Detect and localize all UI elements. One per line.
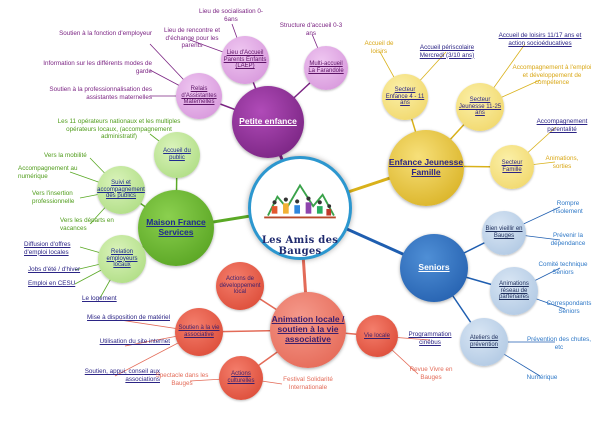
logo-text: Les Amis des Bauges xyxy=(261,235,339,257)
label-rencontre: Lieu de rencontre et d'échange pour les … xyxy=(163,27,220,50)
branch-maison-france-services[interactable]: Maison France Services xyxy=(138,190,214,266)
label-structure: Structure d'accueil 0-3 ans xyxy=(279,22,343,37)
label-jobs[interactable]: Jobs d'été / d'hiver xyxy=(28,266,81,273)
branch-petite-enfance[interactable]: Petite enfance xyxy=(232,86,304,158)
node-suivi-accompagnement[interactable]: Suivi et accompagnement des publics xyxy=(97,166,145,214)
label-utilisation-site[interactable]: Utilisation du site internet xyxy=(99,338,170,345)
label-accompagnement-emploi: Accompagnement à l'emploi et développeme… xyxy=(512,64,592,87)
node-secteur-jeunesse[interactable]: Secteur Jeunesse 11-25 ans xyxy=(456,83,504,131)
branch-enfance-jeunesse-famille[interactable]: Enfance Jeunesse Famille xyxy=(388,130,464,206)
label-departs: Vers les départs en vacances xyxy=(60,217,114,232)
label-revue: Revue Vivre en Bauges xyxy=(409,366,453,381)
label-numerique-mfs: Accompagnement au numérique xyxy=(18,165,78,180)
node-secteur-famille[interactable]: Secteur Famille xyxy=(490,145,534,189)
branch-seniors[interactable]: Seniors xyxy=(400,234,468,302)
label-insertion: Vers l'insertion professionnelle xyxy=(32,190,75,205)
label-socialisation: Lieu de socialisation 0-6ans xyxy=(198,8,264,23)
node-actions-culturelles[interactable]: Actions culturelles xyxy=(219,356,263,400)
label-parentalite[interactable]: Accompagnement parentalité xyxy=(536,118,588,133)
label-professionnalisation: Soutien à la professionnalisation des as… xyxy=(49,86,152,101)
label-animations-sorties: Animations, sorties xyxy=(545,155,579,170)
node-soutien-vie-associative[interactable]: Soutien à la vie associative xyxy=(175,308,223,356)
branch-animation-locale[interactable]: Animation locale / soutien à la vie asso… xyxy=(270,292,346,368)
node-ateliers-prevention[interactable]: Ateliers de prévention xyxy=(460,318,508,366)
label-rompre: Rompre l'isolement xyxy=(553,200,583,215)
label-correspondants: Correspondants Séniors xyxy=(546,300,592,315)
label-comite: Comité technique Séniors xyxy=(538,261,588,276)
label-periscolaire[interactable]: Accueil périscolaire Mercredi (3/10 ans) xyxy=(419,44,475,59)
label-soutien-employeur: Soutien à la fonction d'employeur xyxy=(59,30,152,37)
label-festival: Festival Solidarité Internationale xyxy=(283,376,333,391)
label-cesu[interactable]: Emploi en CESU xyxy=(28,280,76,287)
node-relais[interactable]: Relais d'Assistantes Maternelles xyxy=(176,73,222,119)
node-vie-locale[interactable]: Vie locale xyxy=(356,315,398,357)
center-logo: Les Amis des Bauges xyxy=(248,156,352,260)
label-prevenir: Prévenir la dépendance xyxy=(550,232,586,247)
logo-figures-icon xyxy=(264,183,336,219)
node-accueil-public[interactable]: Accueil du public xyxy=(154,132,200,178)
label-mobilite: Vers la mobilité xyxy=(44,152,87,159)
label-programmation[interactable]: Programmation cinébus xyxy=(408,331,452,346)
node-bien-vieillir[interactable]: Bien vieillir en Bauges xyxy=(482,211,526,255)
label-prevention-chutes: Prévention des chutes, etc xyxy=(526,336,592,351)
label-mise-disposition[interactable]: Mise à disposition de matériel xyxy=(87,314,170,321)
label-logement[interactable]: Le logement xyxy=(82,295,117,302)
label-diffusion[interactable]: Diffusion d'offres d'emploi locales xyxy=(24,241,71,256)
label-accueil-loisirs: Accueil de loisirs xyxy=(364,40,394,55)
node-laep[interactable]: Lieu d'Accueil Parents Enfants (LAEP) xyxy=(221,36,269,84)
label-information: Information sur les différents modes de … xyxy=(43,60,152,75)
node-animations-reseau[interactable]: Animations réseau de partenaires xyxy=(490,267,538,315)
node-multi-accueil[interactable]: Multi-accueil La Farandole xyxy=(304,46,348,90)
node-actions-developpement: Actions de développement local xyxy=(216,262,264,310)
label-numerique-seniors: Numérique xyxy=(526,374,558,381)
label-loisirs-11-17[interactable]: Accueil de loisirs 11/17 ans et action s… xyxy=(498,32,582,47)
label-soutien-appui[interactable]: Soutien, appui, conseil aux associations xyxy=(84,368,160,383)
node-relation-employeurs[interactable]: Relation employeurs locaux xyxy=(98,235,146,283)
label-spectacle: Spectacle dans les Bauges xyxy=(155,372,209,387)
label-operateurs: Les 11 opérateurs nationaux et les multi… xyxy=(57,118,181,141)
node-secteur-enfance[interactable]: Secteur Enfance 4 - 11 ans xyxy=(382,74,428,120)
